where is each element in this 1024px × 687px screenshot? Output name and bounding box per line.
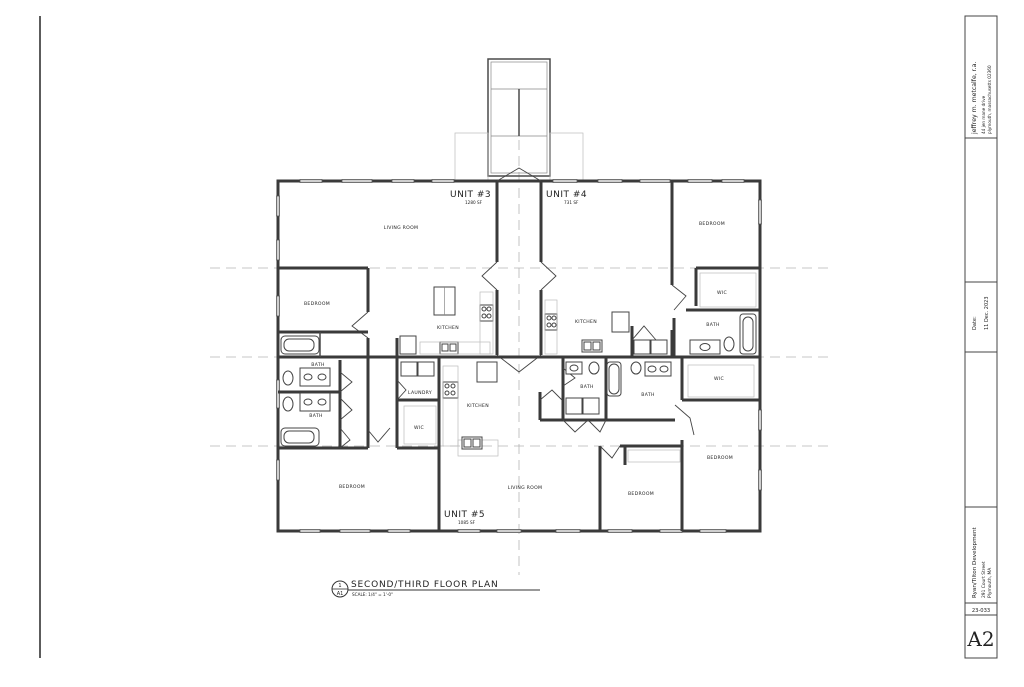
label-unit3-kitchen: KITCHEN: [437, 325, 459, 331]
unit5-walls: [538, 357, 760, 531]
drawing-scale: SCALE: 1/4" = 1'-0": [352, 592, 393, 597]
drawing-title-block: 1 A1 SECOND/THIRD FLOOR PLAN SCALE: 1/4"…: [331, 580, 540, 598]
label-unit3-bedroom-2: BEDROOM: [339, 484, 365, 490]
unit3-walls: [278, 266, 439, 450]
label-laundry: LAUNDRY: [408, 390, 432, 396]
central-corridor: [481, 167, 557, 373]
unit3-area: 1280 SF: [465, 200, 483, 205]
unit5-area: 1085 SF: [458, 520, 476, 525]
unit4-walls: [630, 181, 760, 357]
label-unit3-bath-b: BATH: [309, 413, 322, 419]
date-label: Date:: [972, 316, 978, 330]
sheet-number: A2: [966, 627, 994, 651]
label-unit4-bath: BATH: [706, 322, 719, 328]
architect-name: jeffrey m. metcalfe, r.a.: [971, 62, 978, 135]
unit4-area: 731 SF: [564, 200, 579, 205]
unit4-fixtures: [544, 272, 757, 355]
label-unit4-kitchen: KITCHEN: [575, 319, 597, 325]
label-unit5-wic: WIC: [714, 376, 724, 382]
date-value: 11 Dec. 2023: [984, 296, 990, 330]
drawing-title: SECOND/THIRD FLOOR PLAN: [351, 580, 499, 590]
room-labels: LIVING ROOM BEDROOM KITCHEN BATH BATH LA…: [304, 221, 733, 497]
label-unit5-bedroom-b: BEDROOM: [628, 491, 654, 497]
label-unit3-wic: WIC: [414, 425, 424, 431]
unit5-label: UNIT #5: [444, 510, 485, 520]
architect-address-1: 44 jen mane drive: [981, 95, 986, 134]
label-unit5-bedroom-a: BEDROOM: [707, 455, 733, 461]
architect-address-2: plymouth, massachusetts 02360: [987, 65, 992, 134]
label-unit3-bedroom: BEDROOM: [304, 301, 330, 307]
unit5-fixtures: [442, 361, 755, 463]
project-address-1: 291 Court Street: [981, 561, 987, 598]
unit3-label: UNIT #3: [450, 190, 491, 200]
label-unit4-bedroom: BEDROOM: [699, 221, 725, 227]
label-unit3-bath-a: BATH: [311, 362, 324, 368]
label-unit5-bath-b: BATH: [641, 392, 654, 398]
unit3-fixtures: [280, 286, 494, 447]
unit4-label: UNIT #4: [546, 190, 587, 200]
detail-sheet: A1: [337, 591, 344, 597]
project-name: Ryan/Tilton Development: [972, 526, 978, 598]
project-number: 23-033: [972, 608, 990, 614]
label-unit5-living: LIVING ROOM: [508, 485, 543, 491]
label-unit5-kitchen: KITCHEN: [467, 403, 489, 409]
detail-number: 1: [338, 583, 341, 589]
unit-labels: UNIT #3 1280 SF UNIT #4 731 SF UNIT #5 1…: [444, 190, 587, 525]
label-unit5-bath-a: BATH: [580, 384, 593, 390]
project-address-2: Plymouth, MA: [987, 568, 993, 598]
sheet-title-block: jeffrey m. metcalfe, r.a. 44 jen mane dr…: [964, 15, 998, 659]
label-unit3-living: LIVING ROOM: [384, 225, 419, 231]
label-unit4-wic: WIC: [717, 290, 727, 296]
